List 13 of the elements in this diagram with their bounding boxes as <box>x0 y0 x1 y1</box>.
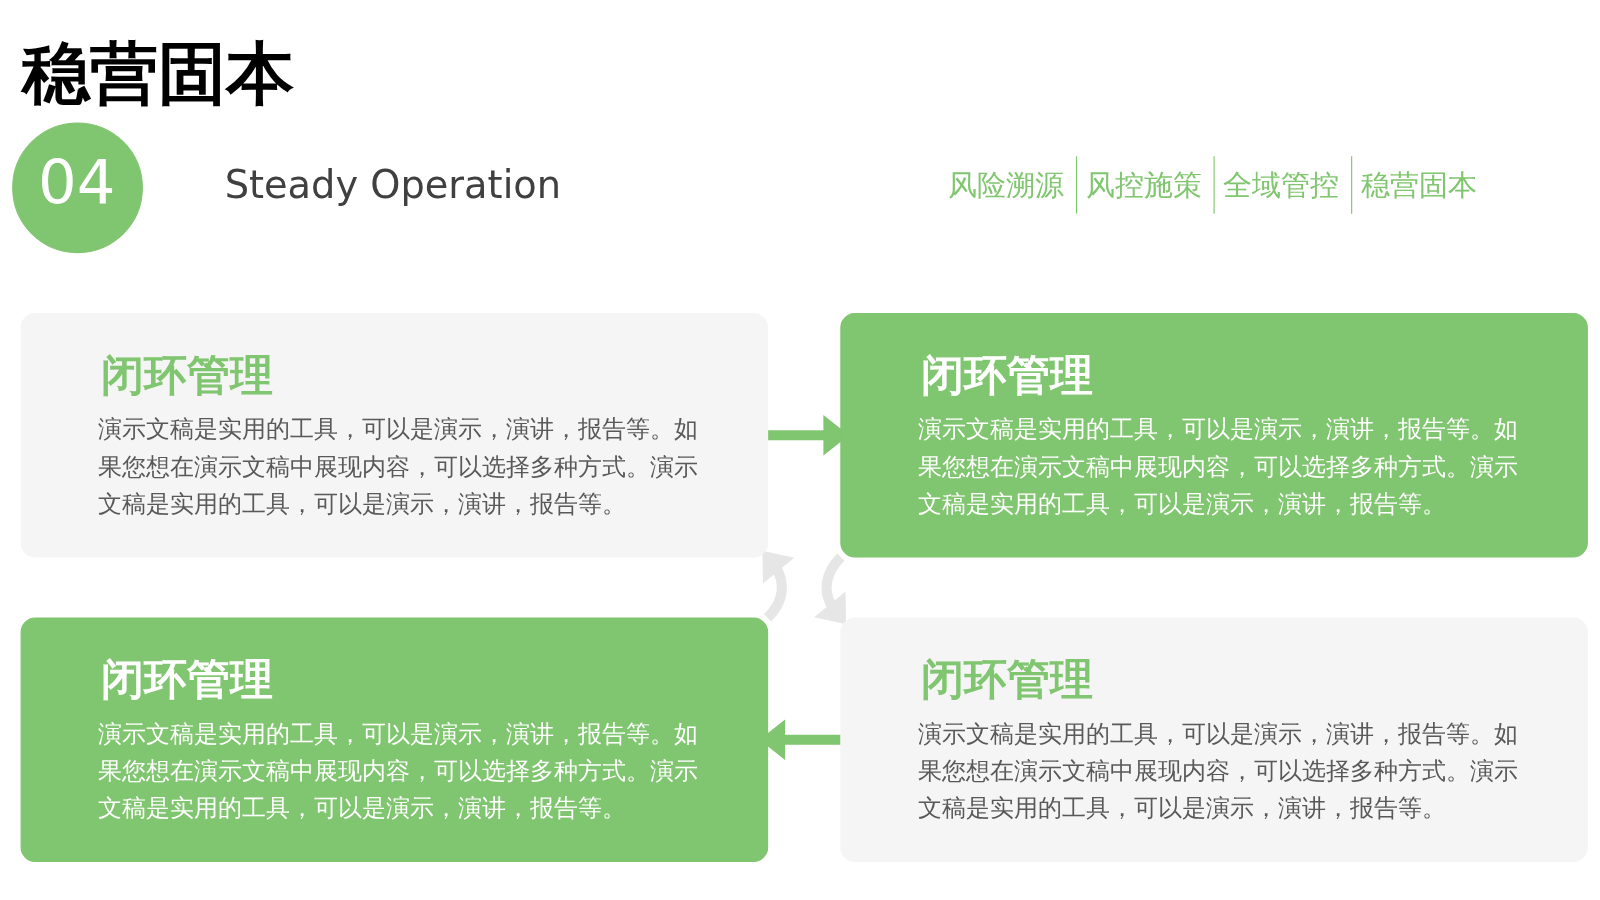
label: 风控施策 <box>1085 167 1202 202</box>
diagram-title: 稳营固本 <box>21 33 294 113</box>
label: 风险溯源 <box>947 167 1064 202</box>
arrow <box>762 550 795 621</box>
node-box: 闭环管理 演示文稿是实用的工具，可以是演示，演讲，报告等。如果您想在演示文稿中展现内容，可以选择多种方式。演示文稿是实用的工具，可以是演示，演讲，报告等。 <box>20 312 769 558</box>
node-box: 闭环管理 演示文稿是实用的工具，可以是演示，演讲，报告等。如果您想在演示文稿中展现内容，可以选择多种方式。演示文稿是实用的工具，可以是演示，演讲，报告等。 <box>840 312 1588 558</box>
label: 稳营固本 <box>1360 167 1477 202</box>
node-box: 闭环管理 演示文稿是实用的工具，可以是演示，演讲，报告等。如果您想在演示文稿中展现内容，可以选择多种方式。演示文稿是实用的工具，可以是演示，演讲，报告等。 <box>840 616 1588 862</box>
node-box: 闭环管理 演示文稿是实用的工具，可以是演示，演讲，报告等。如果您想在演示文稿中展现内容，可以选择多种方式。演示文稿是实用的工具，可以是演示，演讲，报告等。 <box>20 616 769 862</box>
arrow <box>814 553 847 624</box>
node-circle: 04 <box>12 121 143 253</box>
label: 全域管控 <box>1223 167 1340 202</box>
label: Steady Operation <box>224 161 562 207</box>
